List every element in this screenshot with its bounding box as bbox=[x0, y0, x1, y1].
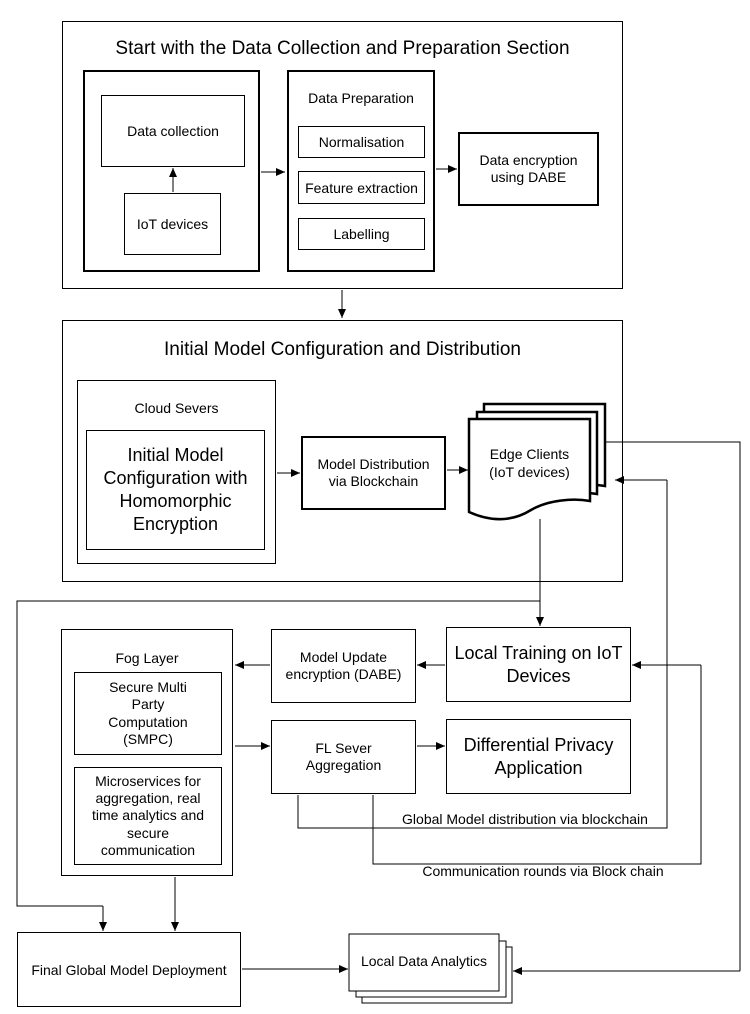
initial-model-line3: Homomorphic bbox=[119, 491, 232, 511]
feature-extraction-label: Feature extraction bbox=[305, 179, 418, 196]
smpc-line3: Computation bbox=[108, 713, 188, 730]
iot-devices-label: IoT devices bbox=[136, 216, 209, 232]
model-update-line2: encryption (DABE) bbox=[285, 666, 402, 682]
data-preparation-title: Data Preparation bbox=[308, 90, 414, 106]
microservices-line5: communication bbox=[100, 841, 196, 858]
normalisation-label: Normalisation bbox=[318, 134, 405, 150]
section1-title: Start with the Data Collection and Prepa… bbox=[115, 38, 570, 59]
communication-rounds-label: Communication rounds via Block chain bbox=[422, 863, 664, 879]
local-data-analytics-label: Local Data Analytics bbox=[360, 953, 488, 969]
microservices-line2: aggregation, real bbox=[95, 790, 201, 807]
model-distribution-box: Model Distribution via Blockchain bbox=[301, 436, 446, 510]
microservices-box: Microservices for aggregation, real time… bbox=[74, 767, 222, 865]
smpc-line1: Secure Multi bbox=[109, 679, 187, 696]
iot-devices-box: IoT devices bbox=[124, 193, 221, 255]
global-model-distribution-label: Global Model distribution via blockchain bbox=[402, 811, 648, 827]
model-update-line1: Model Update bbox=[299, 648, 388, 665]
labelling-box: Labelling bbox=[298, 218, 425, 250]
data-encryption-box: Data encryption using DABE bbox=[458, 132, 599, 206]
initial-model-line4: Encryption bbox=[132, 513, 219, 534]
microservices-line3: time analytics and bbox=[91, 807, 205, 824]
data-collection-label: Data collection bbox=[127, 123, 219, 139]
differential-privacy-line1: Differential Privacy bbox=[463, 735, 614, 755]
normalisation-box: Normalisation bbox=[298, 126, 425, 158]
section2-title: Initial Model Configuration and Distribu… bbox=[164, 339, 521, 360]
microservices-line4: secure bbox=[126, 824, 170, 841]
data-encryption-line2: using DABE bbox=[490, 169, 567, 185]
data-encryption-line1: Data encryption bbox=[479, 151, 578, 168]
model-distribution-line2: via Blockchain bbox=[328, 473, 419, 489]
smpc-box: Secure Multi Party Computation (SMPC) bbox=[74, 672, 222, 755]
model-distribution-line1: Model Distribution bbox=[317, 455, 430, 472]
smpc-line4: (SMPC) bbox=[123, 730, 173, 747]
fl-server-line2: Aggregation bbox=[305, 757, 382, 773]
fl-server-line1: FL Sever bbox=[315, 739, 372, 756]
model-update-encryption-box: Model Update encryption (DABE) bbox=[271, 629, 416, 703]
data-collection-box: Data collection bbox=[101, 95, 245, 167]
initial-model-line1: Initial Model bbox=[127, 445, 224, 466]
fl-server-aggregation-box: FL Sever Aggregation bbox=[271, 720, 416, 794]
final-global-deployment-label: Final Global Model Deployment bbox=[31, 961, 227, 978]
labelling-label: Labelling bbox=[333, 226, 390, 242]
microservices-line1: Microservices for bbox=[95, 773, 201, 790]
smpc-line2: Party bbox=[131, 696, 165, 713]
local-training-box: Local Training on IoT Devices bbox=[446, 627, 631, 702]
edge-clients-line2: (IoT devices) bbox=[489, 463, 570, 480]
local-training-line1: Local Training on IoT bbox=[454, 643, 623, 663]
initial-model-config-box: Initial Model Configuration with Homomor… bbox=[86, 430, 265, 550]
cloud-servers-title: Cloud Severs bbox=[134, 400, 219, 416]
edge-clients-label: Edge Clients (IoT devices) bbox=[469, 446, 590, 481]
differential-privacy-line2: Application bbox=[494, 757, 583, 778]
initial-model-line2: Configuration with bbox=[103, 468, 248, 489]
connector-edge-to-analytics bbox=[606, 441, 741, 971]
fog-layer-title: Fog Layer bbox=[115, 650, 179, 666]
edge-clients-line1: Edge Clients bbox=[489, 446, 570, 462]
differential-privacy-box: Differential Privacy Application bbox=[446, 719, 631, 794]
local-training-line2: Devices bbox=[506, 665, 571, 686]
feature-extraction-box: Feature extraction bbox=[298, 171, 425, 204]
final-global-deployment-box: Final Global Model Deployment bbox=[17, 932, 241, 1007]
